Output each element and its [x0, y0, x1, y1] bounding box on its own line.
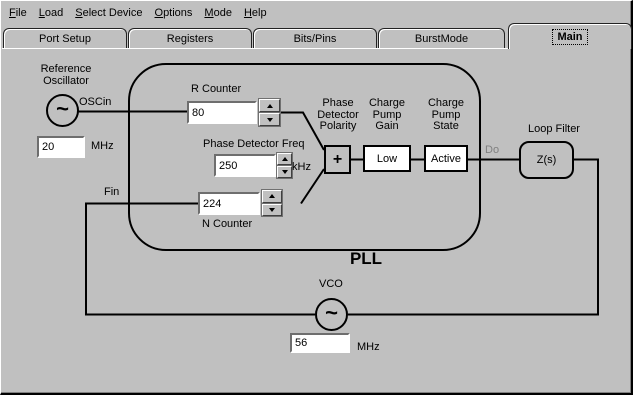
fin-pin-label: Fin [104, 186, 120, 198]
tab-port-setup[interactable]: Port Setup [3, 28, 127, 48]
tab-main-label: Main [552, 28, 588, 45]
n-counter-spin-down-button[interactable] [262, 203, 282, 216]
menu-file[interactable]: File [9, 7, 27, 19]
menu-options[interactable]: Options [154, 7, 193, 19]
spinner-up-icon [281, 157, 288, 161]
phase-detector-freq-input[interactable] [214, 154, 276, 177]
menu-mode[interactable]: Mode [204, 7, 232, 19]
charge-pump-gain-label: Charge Pump Gain [368, 97, 406, 132]
spinner-up-icon [266, 103, 273, 108]
menu-help[interactable]: Help [243, 7, 267, 19]
phase-detector-polarity-label: Phase Detector Polarity [317, 97, 359, 132]
phase-detector-polarity-button[interactable]: + [324, 145, 351, 174]
reference-freq-input[interactable] [37, 136, 85, 158]
n-counter-spinner [262, 190, 282, 217]
menu-bar: File Load Select Device Options Mode Hel… [3, 3, 629, 23]
menu-load[interactable]: Load [38, 7, 64, 19]
spinner-down-icon [269, 207, 275, 212]
vco-symbol: ~ [315, 298, 348, 331]
r-counter-spin-up-button[interactable] [259, 99, 280, 112]
phase-detector-freq-spinner [277, 153, 292, 179]
connection-wires [78, 110, 599, 316]
r-counter-input[interactable] [187, 101, 257, 124]
loop-filter-label: Loop Filter [528, 123, 580, 135]
spinner-down-icon [266, 117, 273, 122]
tab-registers[interactable]: Registers [128, 28, 252, 48]
sine-wave-icon: ~ [325, 299, 338, 325]
r-counter-label: R Counter [191, 83, 242, 95]
charge-pump-state-label: Charge Pump State [427, 97, 465, 132]
spinner-up-icon [269, 194, 275, 199]
charge-pump-gain-button[interactable]: Low [363, 145, 411, 172]
phase-detector-freq-label: Phase Detector Freq [203, 138, 305, 150]
phase-detector-freq-unit: kHz [292, 161, 311, 173]
sine-wave-icon: ~ [56, 95, 69, 121]
do-pin-label: Do [485, 144, 500, 156]
charge-pump-state-button[interactable]: Active [424, 145, 468, 172]
oscin-pin-label: OSCin [79, 96, 112, 108]
vco-freq-unit: MHz [357, 341, 380, 353]
pll-diagram: PLL Reference Oscillator ~ OSCin MHz R C… [1, 1, 634, 394]
r-counter-spinner [259, 99, 280, 127]
menu-select-device[interactable]: Select Device [75, 7, 143, 19]
reference-freq-unit: MHz [91, 140, 114, 152]
n-counter-spin-up-button[interactable] [262, 190, 282, 203]
tab-panel-edge [2, 48, 629, 49]
vco-label: VCO [319, 278, 343, 290]
spinner-down-icon [281, 170, 288, 174]
loop-filter-box: Z(s) [519, 141, 574, 179]
tab-main[interactable]: Main [508, 23, 632, 49]
n-counter-input[interactable] [198, 192, 260, 215]
tab-burstmode[interactable]: BurstMode [378, 28, 505, 48]
n-counter-label: N Counter [202, 218, 253, 230]
pll-title: PLL [349, 249, 383, 268]
reference-oscillator-label: Reference Oscillator [40, 63, 92, 87]
pdf-spin-up-button[interactable] [277, 153, 292, 165]
vco-freq-input[interactable] [290, 333, 350, 353]
tab-bits-pins[interactable]: Bits/Pins [253, 28, 377, 48]
pdf-spin-down-button[interactable] [277, 166, 292, 178]
app-window: File Load Select Device Options Mode Hel… [0, 0, 633, 395]
reference-oscillator-symbol: ~ [46, 94, 79, 127]
r-counter-spin-down-button[interactable] [259, 113, 280, 126]
pll-boundary [128, 63, 481, 251]
